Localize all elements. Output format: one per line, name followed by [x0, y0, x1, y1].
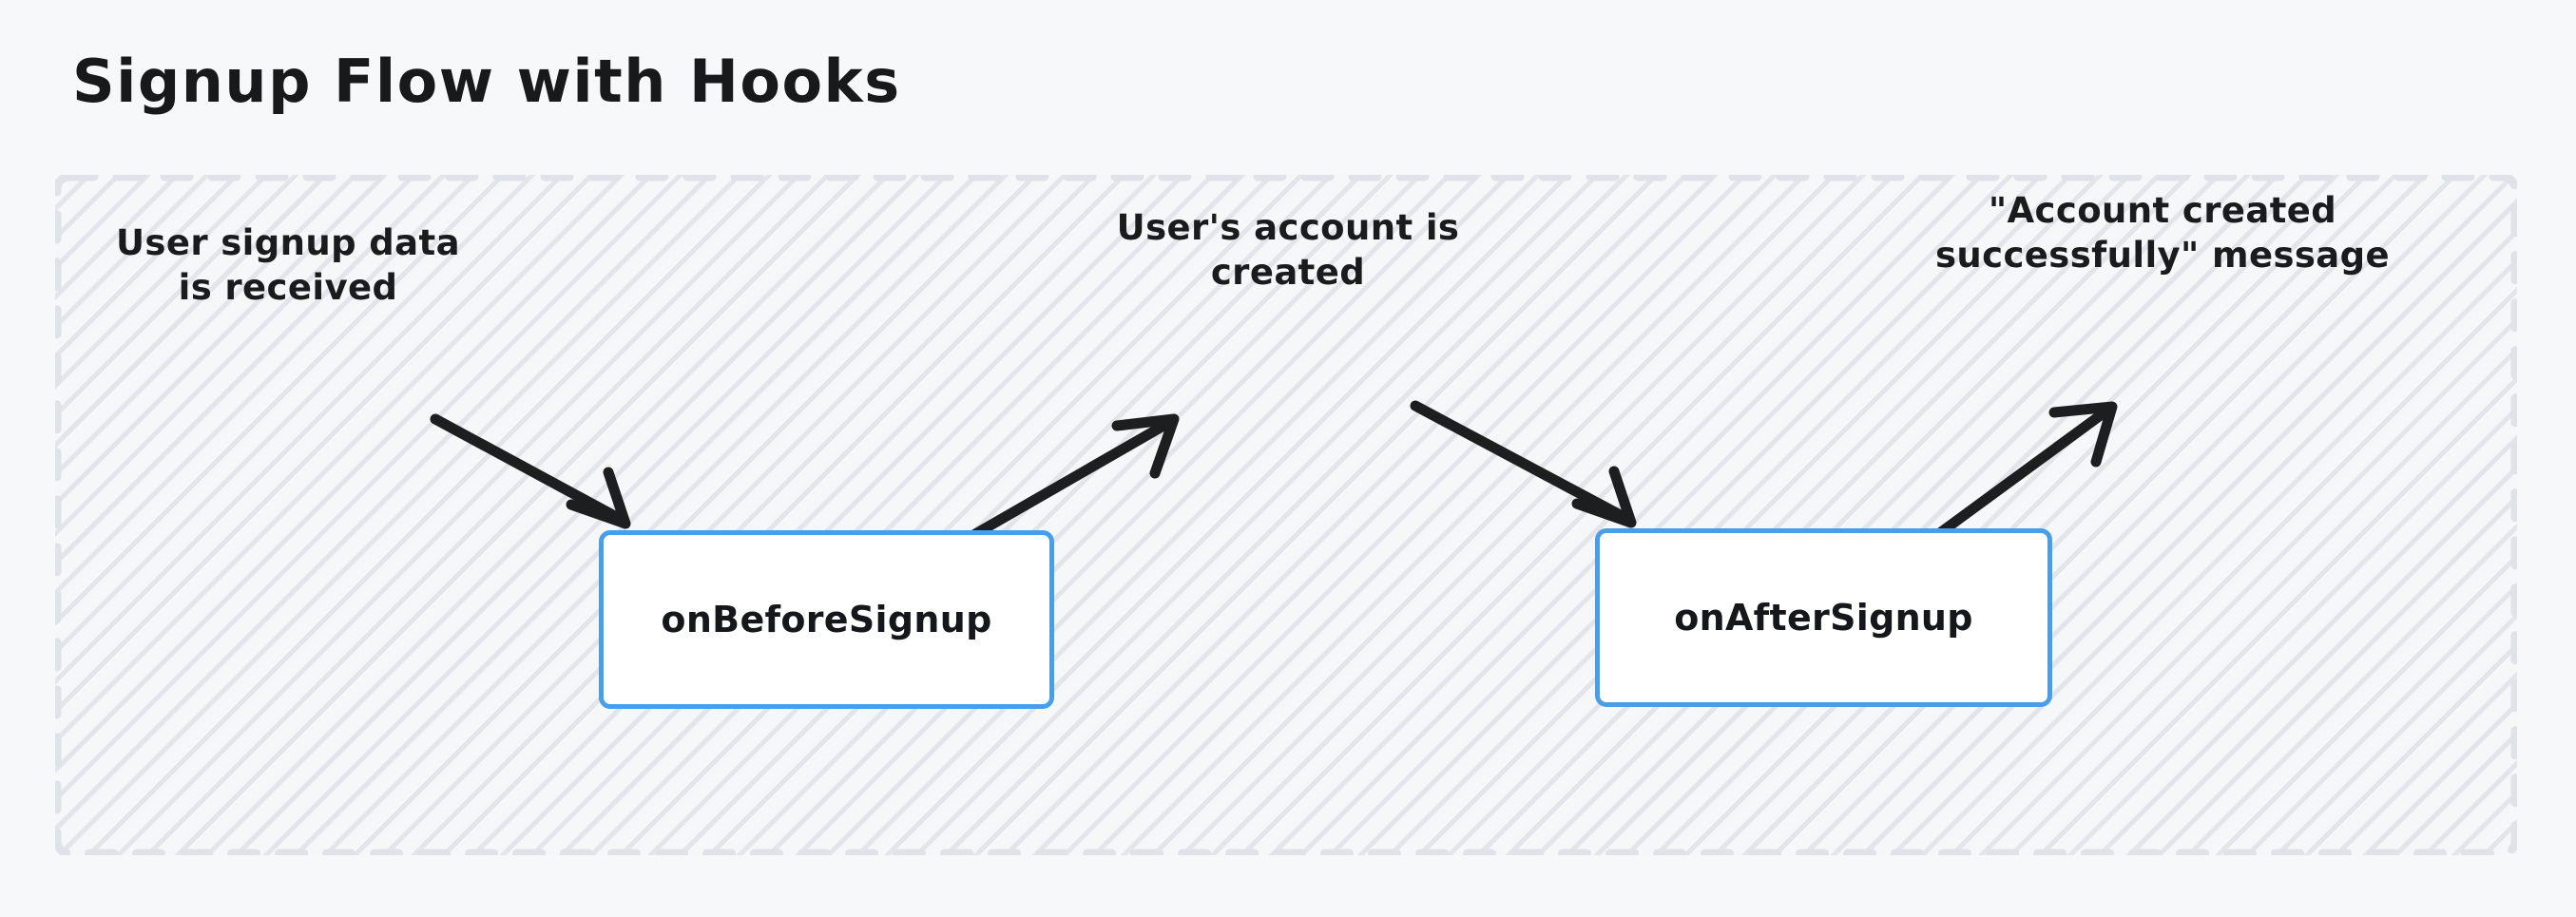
edge-label-success-message: "Account created successfully" message [1934, 190, 2391, 277]
node-on-before-signup[interactable]: onBeforeSignup [599, 530, 1054, 709]
node-on-after-signup[interactable]: onAfterSignup [1595, 528, 2052, 707]
node-label: onAfterSignup [1674, 597, 1973, 639]
edge-label-signup-data-received: User signup data is received [115, 222, 461, 309]
edge-label-account-created: User's account is created [1116, 207, 1460, 294]
page-title: Signup Flow with Hooks [72, 47, 901, 116]
node-label: onBeforeSignup [661, 599, 992, 640]
